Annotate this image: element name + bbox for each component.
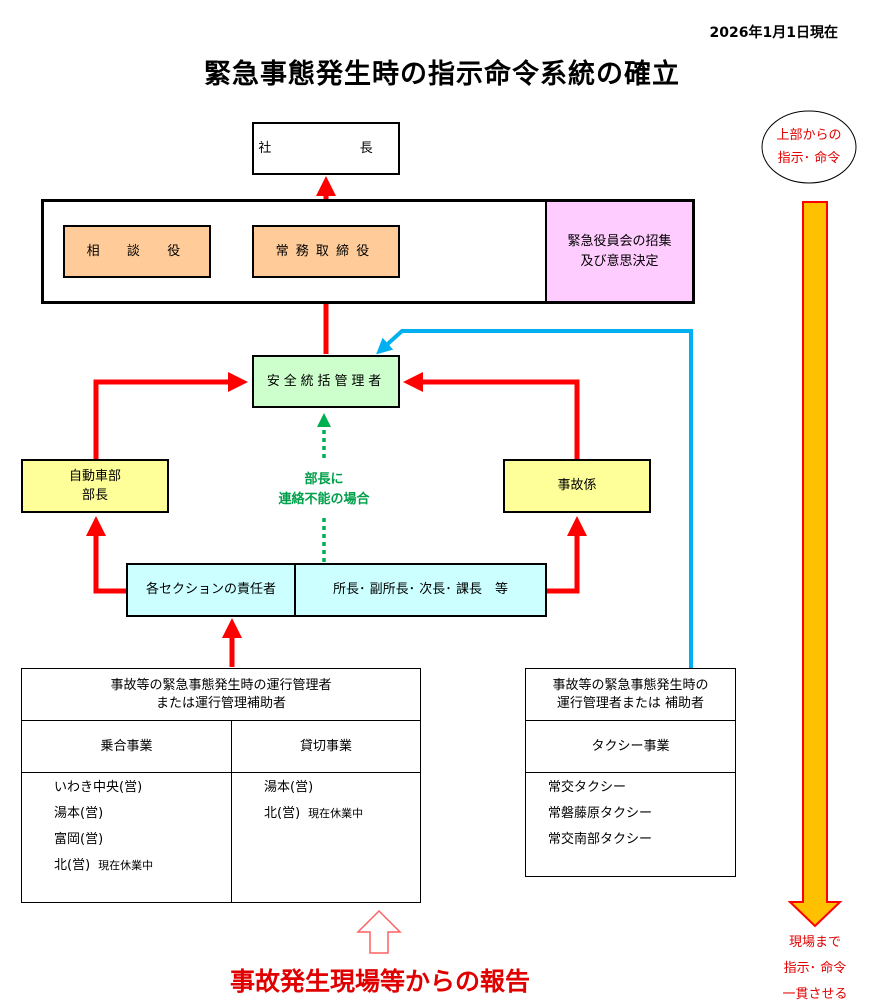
section-roles-label: 所長･ 副所長･ 次長･ 課長 等: [333, 582, 508, 598]
node-advisor-label: 相 談 役: [86, 243, 188, 259]
side-ellipse-line1: 上部からの: [776, 128, 842, 143]
report-up-arrow-icon: [356, 909, 402, 954]
arrow-autodept-to-safety: [93, 372, 248, 459]
bus-column-title: 乗合事業: [22, 721, 231, 773]
fallback-note: 部長に 連絡不能の場合: [249, 470, 399, 509]
list-item: 常磐藤原タクシー: [548, 806, 653, 821]
taxi-panel-title: タクシー事業: [526, 721, 735, 773]
bus-panel-header-line2: または運行管理補助者: [155, 695, 286, 711]
list-item: いわき中央(営): [54, 780, 143, 795]
node-auto-dept: 自動車部 部長: [21, 459, 169, 513]
list-item: 北(営)現在休業中: [264, 806, 364, 821]
node-safety-manager: 安全統括管理者: [252, 355, 400, 408]
auto-dept-line1: 自動車部: [68, 468, 121, 484]
node-section-roles: 所長･ 副所長･ 次長･ 課長 等: [294, 563, 547, 617]
report-label: 事故発生現場等からの報告: [229, 967, 530, 996]
bus-operations-panel: 事故等の緊急事態発生時の運行管理者 または運行管理補助者 乗合事業 いわき中央(…: [21, 668, 421, 903]
bus-panel-header: 事故等の緊急事態発生時の運行管理者 または運行管理補助者: [22, 669, 420, 721]
fallback-note-line1: 部長に: [304, 472, 344, 487]
fallback-note-line2: 連絡不能の場合: [278, 491, 370, 507]
accident-clerk-label: 事故係: [557, 478, 597, 494]
side-bottom-line1: 現場まで: [788, 935, 841, 950]
emergency-meeting-line2: 及び意思決定: [580, 253, 659, 269]
bus-column-shared-ride: 乗合事業 いわき中央(営) 湯本(営) 富岡(営) 北(営)現在休業中: [22, 721, 232, 902]
list-item: 湯本(営): [54, 806, 104, 821]
bus-panel-header-line1: 事故等の緊急事態発生時の運行管理者: [110, 677, 332, 693]
node-managing-director: 常務取締役: [252, 225, 400, 278]
side-down-arrow: [787, 201, 843, 928]
node-president: 社 長: [252, 122, 400, 175]
side-bottom-line3: 一貫させる: [782, 987, 848, 1002]
side-ellipse-label: 上部からの 指示･ 命令: [762, 124, 856, 170]
node-safety-label: 安全統括管理者: [266, 373, 386, 389]
node-accident-clerk: 事故係: [503, 459, 651, 513]
taxi-panel-header-line1: 事故等の緊急事態発生時の: [552, 677, 709, 693]
page-title: 緊急事態発生時の指示命令系統の確立: [204, 59, 680, 90]
list-item: 富岡(営): [54, 832, 104, 847]
taxi-panel-header: 事故等の緊急事態発生時の 運行管理者または 補助者: [526, 669, 735, 721]
bus-column-charter: 貸切事業 湯本(営) 北(営)現在休業中: [232, 721, 420, 902]
side-bottom-line2: 指示･ 命令: [783, 961, 847, 976]
section-heads-label: 各セクションの責任者: [145, 582, 276, 598]
side-ellipse: [761, 110, 857, 184]
node-advisor: 相 談 役: [63, 225, 211, 278]
arrow-taxi-to-safety: [376, 329, 693, 668]
node-president-label: 社 長: [258, 140, 394, 156]
closed-note: 現在休業中: [308, 807, 364, 820]
as-of-date: 2026年1月1日現在: [709, 25, 838, 41]
list-item: 湯本(営): [264, 780, 314, 795]
closed-note: 現在休業中: [98, 859, 154, 872]
arrow-section-to-autodept: [86, 516, 126, 594]
side-bottom-label: 現場まで 指示･ 命令 一貫させる: [770, 930, 860, 1008]
side-ellipse-line2: 指示･ 命令: [777, 151, 841, 166]
node-section-heads: 各セクションの責任者: [126, 563, 296, 617]
arrow-clerk-to-safety: [403, 372, 580, 459]
taxi-operations-panel: 事故等の緊急事態発生時の 運行管理者または 補助者 タクシー事業 常交タクシー …: [525, 668, 736, 877]
emergency-meeting-line1: 緊急役員会の招集: [567, 234, 672, 249]
list-item: 北(営)現在休業中: [54, 858, 154, 873]
bus-column-title: 貸切事業: [232, 721, 420, 773]
node-director-label: 常務取締役: [275, 243, 377, 259]
node-emergency-meeting: 緊急役員会の招集 及び意思決定: [545, 199, 695, 304]
list-item: 常交南部タクシー: [548, 832, 653, 847]
auto-dept-line2: 部長: [81, 488, 108, 503]
list-item: 常交タクシー: [548, 780, 627, 795]
arrow-section-to-clerk: [546, 516, 587, 594]
taxi-panel-header-line2: 運行管理者または 補助者: [556, 695, 705, 711]
